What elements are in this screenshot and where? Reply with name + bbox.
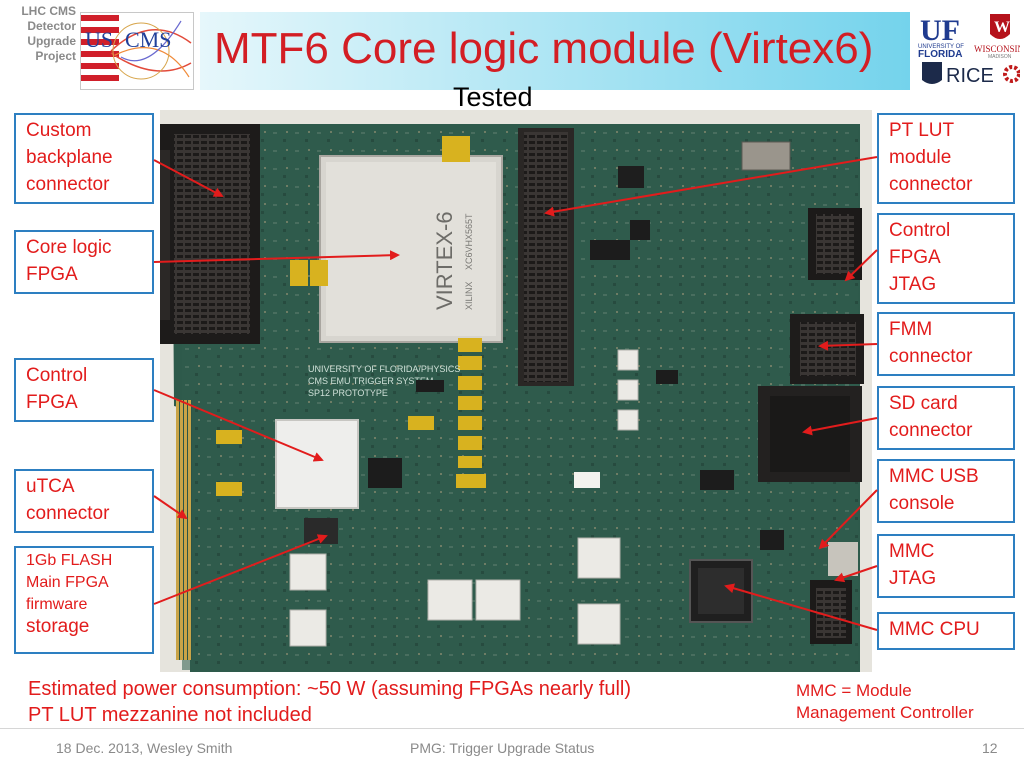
label-utca-connector: uTCA connector bbox=[14, 469, 154, 533]
uw-logo-name: WISCONSIN bbox=[974, 44, 1020, 54]
label-mmc-jtag: MMC JTAG bbox=[877, 534, 1015, 598]
silkscreen-line3: SP12 PROTOTYPE bbox=[308, 388, 388, 398]
project-line: Detector bbox=[27, 19, 76, 33]
label-line: console bbox=[889, 493, 955, 514]
label-line: uTCA bbox=[26, 476, 75, 497]
fpga-vendor: XILINX bbox=[464, 281, 474, 310]
project-line: Upgrade bbox=[27, 34, 76, 48]
uw-logo-letter: W bbox=[994, 19, 1010, 36]
us-cms-logo: US CMS bbox=[80, 12, 194, 90]
label-line: Custom bbox=[26, 120, 92, 141]
label-line: PT LUT bbox=[889, 120, 955, 141]
label-control-fpga: Control FPGA bbox=[14, 358, 154, 422]
silkscreen-line2: CMS EMU TRIGGER SYSTEM bbox=[308, 376, 433, 386]
label-line: connector bbox=[26, 503, 110, 524]
uw-logo-sub: MADISON bbox=[988, 54, 1012, 60]
board-graphic: VIRTEX-6 XILINX XC6VHX565T UNIVERSITY OF… bbox=[160, 110, 872, 672]
label-custom-backplane-connector: Custom backplane connector bbox=[14, 113, 154, 204]
label-line: backplane bbox=[26, 147, 113, 168]
mmc-note-line2: Management Controller bbox=[796, 703, 974, 722]
silkscreen-line1: UNIVERSITY OF FLORIDA/PHYSICS bbox=[308, 364, 460, 374]
mmc-note-line1: MMC = Module bbox=[796, 681, 912, 700]
label-line: Control bbox=[26, 365, 88, 386]
arrow-sd bbox=[802, 417, 878, 436]
label-mmc-cpu: MMC CPU bbox=[877, 612, 1015, 650]
label-line: module bbox=[889, 147, 952, 168]
uf-logo-text: UF bbox=[920, 14, 960, 47]
label-line: storage bbox=[26, 616, 90, 637]
arrow-mmc-cpu bbox=[724, 583, 878, 631]
label-line: MMC USB bbox=[889, 466, 979, 487]
slide-title: MTF6 Core logic module (Virtex6) bbox=[214, 24, 874, 73]
footer-date-author: 18 Dec. 2013, Wesley Smith bbox=[56, 740, 233, 756]
arrow-mmc-jtag bbox=[834, 565, 878, 583]
arrow-usb bbox=[818, 489, 878, 550]
fermilab-gear-icon bbox=[1003, 65, 1021, 83]
label-line: MMC bbox=[889, 541, 935, 562]
arrow-utca bbox=[153, 495, 188, 520]
uw-crest-icon bbox=[990, 14, 1010, 39]
label-line: connector bbox=[889, 420, 973, 441]
fpga-marking: VIRTEX-6 bbox=[432, 211, 457, 310]
mmc-definition: MMC = Module Management Controller bbox=[796, 680, 974, 724]
title-bar bbox=[200, 12, 910, 90]
label-line: 1Gb FLASH bbox=[26, 552, 113, 569]
arrow-fmm bbox=[818, 340, 878, 351]
slide-subtitle: Tested bbox=[453, 82, 533, 112]
arrow-control-fpga bbox=[153, 389, 324, 462]
arrow-jtag bbox=[844, 249, 878, 282]
project-line: LHC CMS bbox=[21, 4, 76, 18]
uf-logo-line1: UNIVERSITY OF bbox=[918, 44, 964, 50]
university-logos-graphic: UF UNIVERSITY OF FLORIDA W WISCONSIN MAD… bbox=[918, 14, 1024, 87]
uf-logo-line2: FLORIDA bbox=[918, 49, 962, 60]
label-sd-card-connector: SD card connector bbox=[877, 386, 1015, 450]
label-line: Control bbox=[889, 220, 951, 241]
label-line: connector bbox=[889, 346, 973, 367]
label-line: JTAG bbox=[889, 568, 937, 589]
footer-divider bbox=[0, 728, 1024, 729]
arrow-pt-lut bbox=[544, 156, 878, 217]
label-line: connector bbox=[889, 174, 973, 195]
arrow-core-fpga bbox=[153, 250, 400, 263]
arrow-flash bbox=[153, 534, 328, 605]
project-line: Project bbox=[35, 49, 76, 63]
fpga-part: XC6VHX565T bbox=[464, 213, 474, 270]
page-number: 12 bbox=[982, 740, 998, 756]
label-mmc-usb-console: MMC USB console bbox=[877, 459, 1015, 523]
label-fmm-connector: FMM connector bbox=[877, 312, 1015, 376]
label-line: MMC CPU bbox=[889, 619, 980, 640]
logo-text-cms: CMS bbox=[125, 27, 171, 52]
footer-center: PMG: Trigger Upgrade Status bbox=[410, 740, 595, 756]
logo-text-us: US bbox=[85, 27, 113, 52]
label-line: FPGA bbox=[26, 392, 78, 413]
rice-logo-text: RICE bbox=[946, 65, 994, 87]
label-line: FPGA bbox=[26, 264, 78, 285]
rice-shield-icon bbox=[922, 62, 942, 84]
label-flash-storage: 1Gb FLASH Main FPGA firmware storage bbox=[14, 546, 154, 654]
label-line: connector bbox=[26, 174, 110, 195]
label-line: SD card bbox=[889, 393, 958, 414]
project-name: LHC CMS Detector Upgrade Project bbox=[4, 4, 76, 64]
power-note-line: Estimated power consumption: ~50 W (assu… bbox=[28, 678, 632, 700]
label-line: firmware bbox=[26, 596, 88, 613]
label-line: Core logic bbox=[26, 237, 112, 258]
label-core-logic-fpga: Core logic FPGA bbox=[14, 230, 154, 294]
university-logos: UF UNIVERSITY OF FLORIDA W WISCONSIN MAD… bbox=[916, 10, 1024, 90]
power-note: Estimated power consumption: ~50 W (assu… bbox=[28, 676, 631, 728]
label-pt-lut-connector: PT LUT module connector bbox=[877, 113, 1015, 204]
label-line: FPGA bbox=[889, 247, 941, 268]
board-photo: VIRTEX-6 XILINX XC6VHX565T UNIVERSITY OF… bbox=[160, 110, 872, 672]
label-line: JTAG bbox=[889, 274, 937, 295]
arrow-backplane bbox=[153, 159, 224, 197]
us-cms-logo-graphic: US CMS bbox=[81, 13, 193, 89]
label-line: Main FPGA bbox=[26, 574, 109, 591]
label-control-fpga-jtag: Control FPGA JTAG bbox=[877, 213, 1015, 304]
lut-note-line: PT LUT mezzanine not included bbox=[28, 704, 312, 726]
label-line: FMM bbox=[889, 319, 933, 340]
